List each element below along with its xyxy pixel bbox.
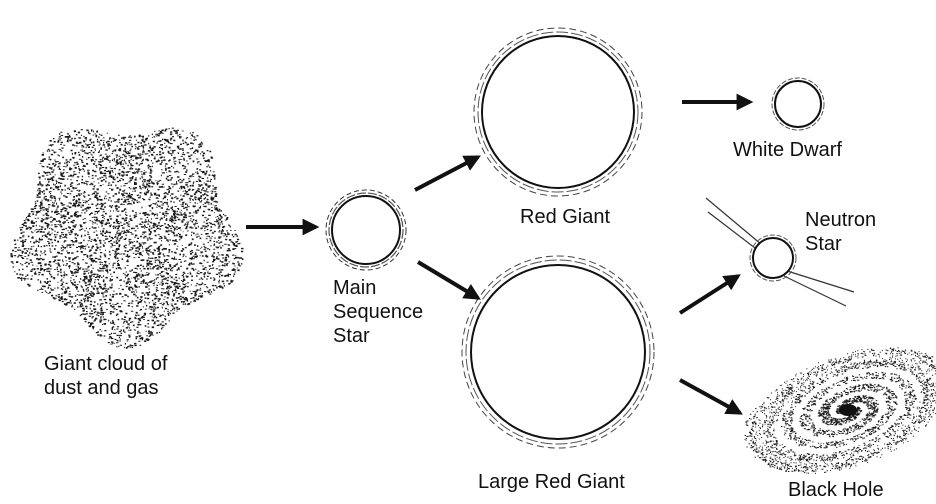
cloud-label-line-1: Giant cloud of xyxy=(44,352,167,376)
arrow-large-red-giant-to-neutron-star xyxy=(680,276,738,313)
cloud-label: Giant cloud of dust and gas xyxy=(44,352,167,400)
main-sequence-label-line-2: Sequence xyxy=(333,300,423,324)
cloud-label-line-2: dust and gas xyxy=(44,376,167,400)
arrow-main-sequence-to-red-giant xyxy=(415,157,478,190)
main-sequence-label-line-3: Star xyxy=(333,324,423,348)
black-hole-label: Black Hole xyxy=(788,478,884,502)
main-sequence-label-line-1: Main xyxy=(333,276,423,300)
arrow-large-red-giant-to-black-hole xyxy=(680,380,740,413)
neutron-star-label: Neutron Star xyxy=(805,208,876,256)
large-red-giant-image xyxy=(462,256,654,448)
black-hole-image xyxy=(745,347,936,474)
white-dwarf-label: White Dwarf xyxy=(733,138,842,162)
main-sequence-label: Main Sequence Star xyxy=(333,276,423,348)
gas-cloud-image xyxy=(10,128,243,349)
white-dwarf-image xyxy=(772,78,824,130)
main-sequence-star-image xyxy=(326,190,406,270)
red-giant-label: Red Giant xyxy=(520,205,610,229)
large-red-giant-label: Large Red Giant xyxy=(478,470,625,494)
neutron-star-label-line-1: Neutron xyxy=(805,208,876,232)
red-giant-image xyxy=(474,28,642,196)
arrow-main-sequence-to-large-red-giant xyxy=(418,262,478,298)
neutron-star-label-line-2: Star xyxy=(805,232,876,256)
